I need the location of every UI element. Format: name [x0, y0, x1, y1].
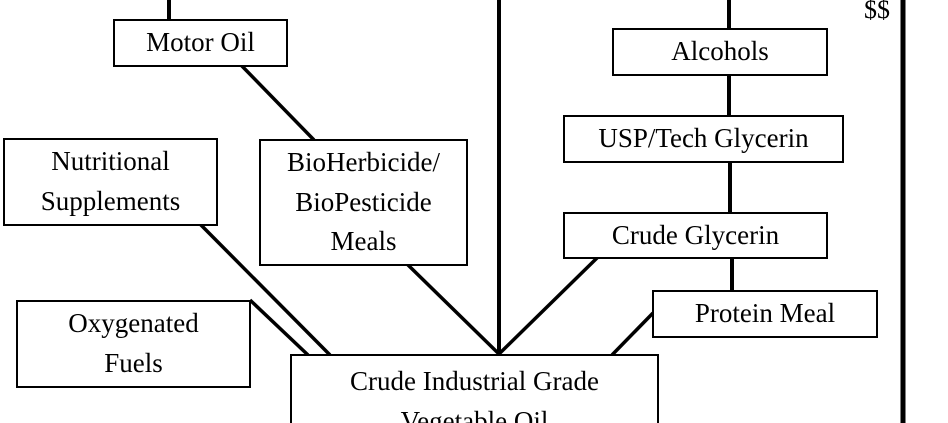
edge-nutritional-to-crude-oil [198, 222, 332, 357]
node-protein-meal: Protein Meal [652, 290, 878, 338]
edge-bioherbicide-to-crude-oil [404, 261, 501, 356]
node-bioherbicide-biopesticide-meals: BioHerbicide/ BioPesticide Meals [259, 139, 468, 266]
node-crude-industrial-grade-vegetable-oil: Crude Industrial Grade Vegetable Oil [290, 354, 659, 423]
edge-motor-oil-to-bioherbicide [238, 62, 316, 142]
edge-protein-meal-to-crude-oil [610, 311, 655, 357]
edge-crude-glycerin-to-crude-oil [497, 255, 600, 356]
money-label: $$ [864, 0, 890, 24]
node-usp-tech-glycerin: USP/Tech Glycerin [563, 115, 844, 163]
node-crude-glycerin: Crude Glycerin [563, 212, 828, 259]
node-motor-oil: Motor Oil [113, 19, 288, 67]
node-alcohols: Alcohols [612, 28, 828, 76]
node-oxygenated-fuels: Oxygenated Fuels [16, 300, 251, 388]
node-nutritional-supplements: Nutritional Supplements [3, 138, 218, 226]
edge-oxygenated-to-crude-oil [248, 298, 310, 357]
